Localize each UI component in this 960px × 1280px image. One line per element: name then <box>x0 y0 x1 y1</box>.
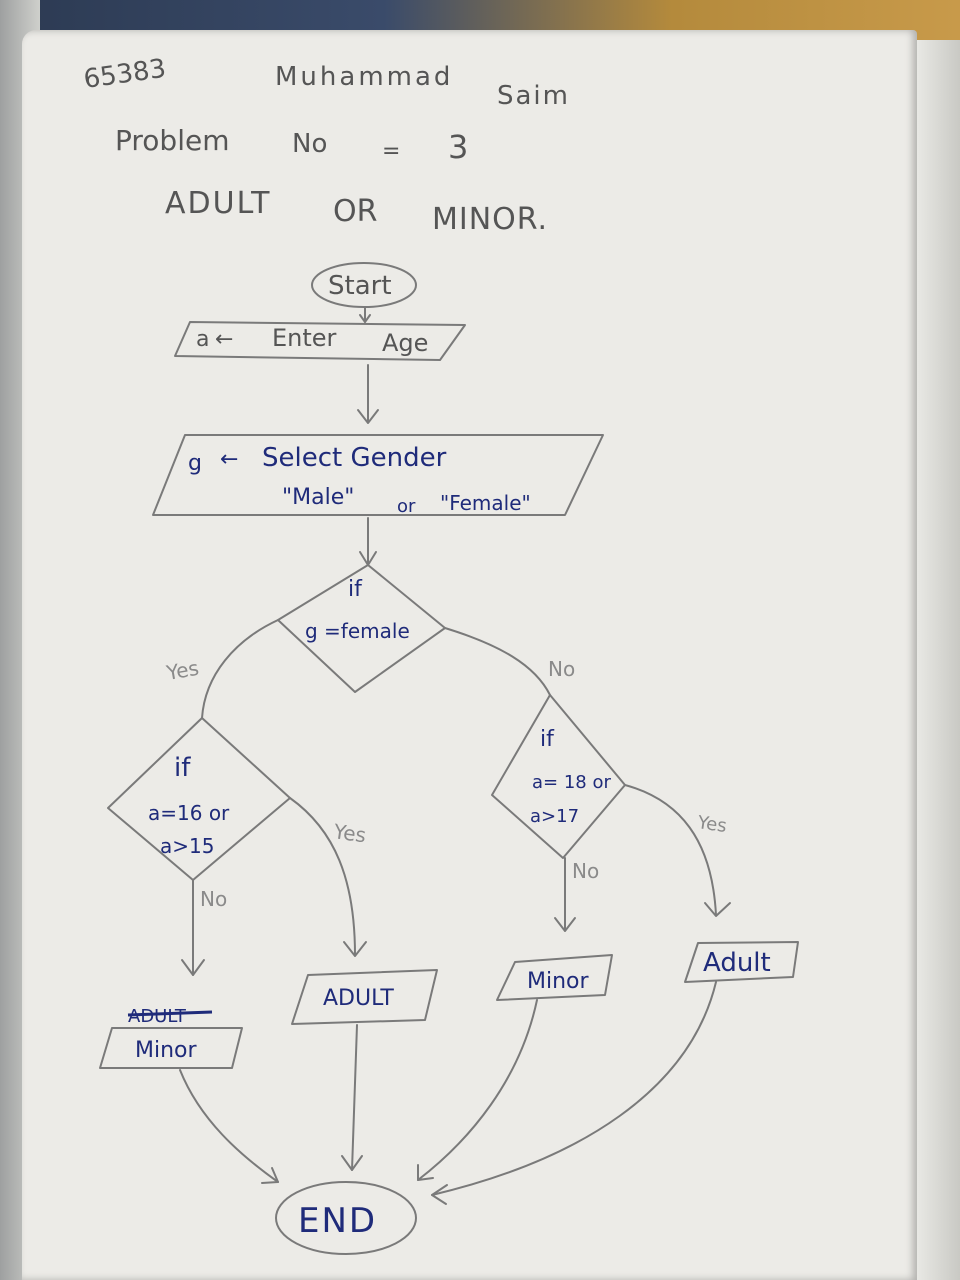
problem-equals: = <box>382 139 400 164</box>
crossed-out-word: ADULT <box>128 1006 187 1027</box>
arrowhead <box>341 1155 363 1171</box>
output-adult-left-label: ADULT <box>323 986 394 1011</box>
gender-male: "Male" <box>282 485 354 510</box>
input-gender-box <box>152 434 604 516</box>
arrow-male-yes <box>624 784 717 916</box>
output-minor-right <box>496 954 613 1001</box>
label-male-no: No <box>572 859 599 883</box>
start-label: Start <box>328 271 392 301</box>
title-word-3: MINOR. <box>432 202 548 237</box>
arrowhead <box>261 1167 279 1184</box>
output-minor-right-label: Minor <box>527 969 589 994</box>
gender-var: g <box>188 451 202 476</box>
roll-number: 65383 <box>82 54 168 95</box>
decision-female-line-1: a=16 or <box>148 801 230 825</box>
label-no-right: No <box>548 657 575 681</box>
gender-female: "Female" <box>440 491 531 515</box>
arrowhead <box>357 409 379 424</box>
decision-male-if: if <box>540 727 555 752</box>
decision-female-line-2: a>15 <box>160 834 214 858</box>
decision-gender-cond: g =female <box>305 619 410 643</box>
arrow-female-yes <box>289 797 356 956</box>
end-label: END <box>298 1201 377 1241</box>
decision-gender <box>277 564 446 693</box>
gender-or: or <box>397 496 416 517</box>
gender-line-1: Select Gender <box>262 443 447 473</box>
name-first: Muhammad <box>275 62 453 92</box>
age-arrow: ← <box>215 327 233 352</box>
arrowhead <box>417 1164 434 1181</box>
arrow-adult-right-to-end <box>431 981 717 1196</box>
arrow-minor-left-to-end <box>179 1069 279 1183</box>
arrow-yes-left <box>201 619 279 719</box>
arrowhead <box>704 902 731 917</box>
age-text-2: Age <box>382 329 428 357</box>
decision-female-if: if <box>174 753 191 783</box>
arrow-no-right <box>444 627 551 696</box>
input-age-box <box>174 321 466 361</box>
arrowhead <box>431 1184 448 1205</box>
output-adult-left <box>291 969 438 1025</box>
age-text-1: Enter <box>272 324 337 352</box>
gender-arrow: ← <box>220 447 238 472</box>
decision-male-line-2: a>17 <box>530 806 579 827</box>
arrowhead <box>343 941 367 957</box>
name-last: Saim <box>497 81 570 111</box>
output-minor-left-label: Minor <box>135 1038 197 1063</box>
problem-number: 3 <box>448 128 468 166</box>
label-male-yes: Yes <box>695 812 728 837</box>
decision-male-age <box>491 694 626 859</box>
title-word-2: OR <box>333 194 377 229</box>
notebook-page <box>22 30 917 1280</box>
age-var: a <box>196 327 209 352</box>
problem-no: No <box>292 129 327 159</box>
arrowhead <box>181 959 205 976</box>
decision-gender-if: if <box>348 577 363 602</box>
output-minor-left <box>99 1027 243 1069</box>
arrow-adult-left-to-end <box>351 1024 358 1171</box>
arrowhead <box>554 917 576 932</box>
title-word-1: ADULT <box>165 186 272 221</box>
label-female-yes: Yes <box>331 819 367 847</box>
problem-label: Problem <box>115 124 229 157</box>
output-adult-right <box>684 941 799 983</box>
label-yes-left: Yes <box>164 656 201 685</box>
strike-through <box>127 1010 213 1017</box>
output-adult-right-label: Adult <box>703 948 771 978</box>
arrowhead <box>359 314 371 323</box>
arrow-minor-right-to-end <box>417 999 538 1181</box>
end-terminator <box>275 1181 417 1255</box>
label-female-no: No <box>200 887 227 911</box>
decision-male-line-1: a= 18 or <box>532 772 611 793</box>
